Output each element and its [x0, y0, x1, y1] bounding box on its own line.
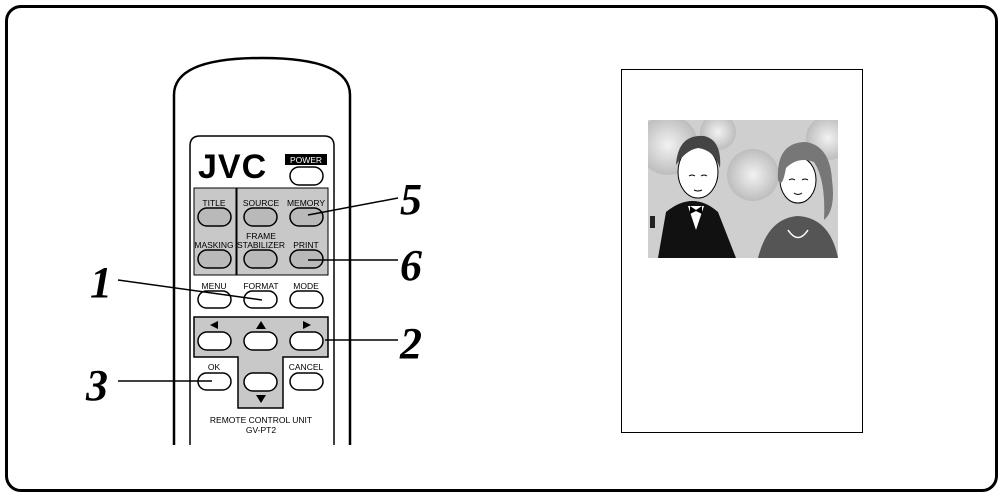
up-arrow-icon: [256, 321, 266, 329]
down-button[interactable]: [243, 372, 278, 392]
format-label: FORMAT: [243, 281, 278, 291]
down-arrow-icon: [256, 395, 266, 403]
memory-button[interactable]: [289, 207, 324, 227]
callout-line-1: [117, 279, 263, 301]
outer-frame: [5, 5, 998, 492]
callout-1: 1: [90, 258, 112, 307]
source-label: SOURCE: [243, 198, 280, 208]
model-caption-line2: GV-PT2: [246, 425, 277, 435]
mode-label: MODE: [293, 281, 319, 291]
ok-label: OK: [208, 362, 221, 372]
power-label-bg: [285, 154, 327, 165]
power-label: POWER: [290, 155, 322, 165]
left-arrow-icon: [210, 321, 218, 329]
cancel-button[interactable]: [289, 372, 324, 391]
cancel-label: CANCEL: [289, 362, 324, 372]
callout-line-5: [307, 197, 399, 216]
left-button[interactable]: [197, 331, 232, 351]
menu-label: MENU: [201, 281, 226, 291]
callout-3: 3: [85, 361, 108, 410]
power-button[interactable]: [289, 166, 324, 186]
model-caption-line1: REMOTE CONTROL UNIT: [210, 415, 312, 425]
stabilizer-label: STABILIZER: [237, 240, 285, 250]
masking-label: MASKING: [194, 240, 233, 250]
callout-5: 5: [400, 175, 422, 224]
title-label: TITLE: [202, 198, 225, 208]
masking-button[interactable]: [197, 249, 232, 269]
right-arrow-icon: [303, 321, 311, 329]
right-button[interactable]: [289, 331, 324, 351]
print-label: PRINT: [293, 240, 319, 250]
printout-page: [621, 69, 863, 433]
brand-logo: JVC: [198, 148, 267, 186]
mode-button[interactable]: [289, 290, 324, 309]
frame-stabilizer-button[interactable]: [243, 249, 278, 269]
couple-illustration-icon: [648, 120, 838, 258]
up-button[interactable]: [243, 331, 278, 351]
callout-6: 6: [400, 241, 422, 290]
callout-2: 2: [399, 319, 422, 368]
memory-label: MEMORY: [287, 198, 325, 208]
source-button[interactable]: [243, 207, 278, 227]
title-button[interactable]: [197, 207, 232, 227]
frame-label: FRAME: [246, 231, 276, 241]
print-button[interactable]: [289, 249, 324, 269]
